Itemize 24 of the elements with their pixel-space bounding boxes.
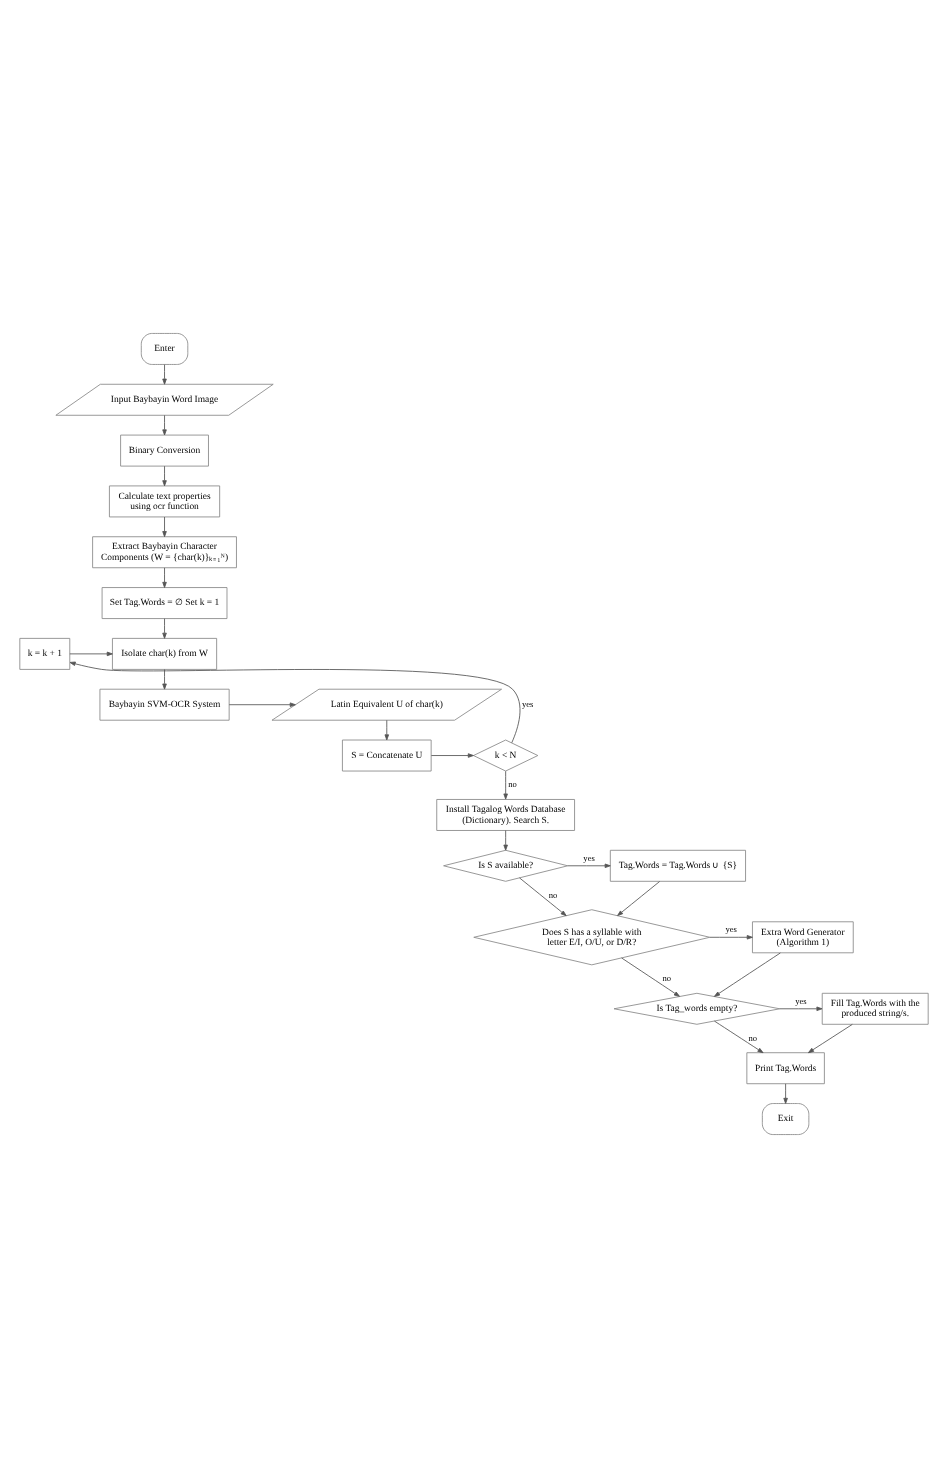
arrow [162, 413, 167, 435]
arrow [162, 668, 167, 689]
arrow [69, 650, 113, 656]
arrow [709, 934, 753, 939]
arrow [714, 1019, 764, 1053]
arrow [162, 515, 167, 537]
arrow [567, 862, 611, 868]
arrow [162, 464, 167, 486]
arrow [519, 876, 567, 916]
arrow [503, 829, 508, 850]
arrow [430, 752, 474, 757]
arrow [503, 769, 508, 799]
arrow [621, 956, 680, 996]
arrow [162, 363, 167, 384]
arrow [714, 951, 781, 996]
arrow [162, 566, 167, 587]
arrow [228, 701, 296, 706]
arrow [162, 617, 167, 638]
arrow [779, 1005, 823, 1011]
arrow [384, 718, 389, 740]
arrow [808, 1022, 853, 1053]
arrow [783, 1082, 788, 1103]
arrow [617, 880, 661, 915]
arrow [69, 660, 521, 743]
